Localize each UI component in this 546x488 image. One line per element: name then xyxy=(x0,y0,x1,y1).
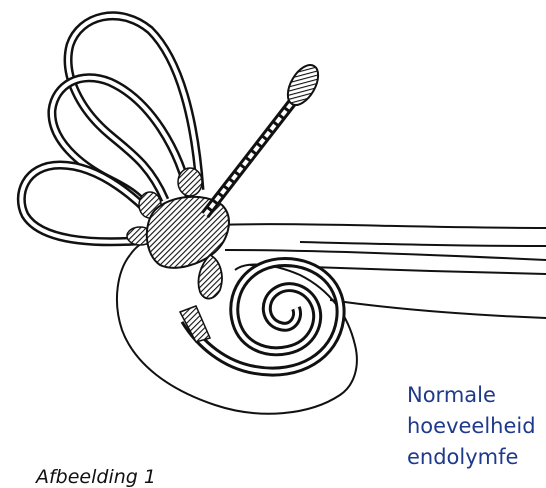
caption-line-3: endolymfe xyxy=(407,442,536,473)
figure-label: Afbeelding 1 xyxy=(36,466,156,488)
caption-line-2: hoeveelheid xyxy=(407,411,536,442)
caption-line-1: Normale xyxy=(407,380,536,411)
endolymphatic-duct xyxy=(205,60,324,215)
endolymph-caption: Normale hoeveelheid endolymfe xyxy=(407,380,536,473)
